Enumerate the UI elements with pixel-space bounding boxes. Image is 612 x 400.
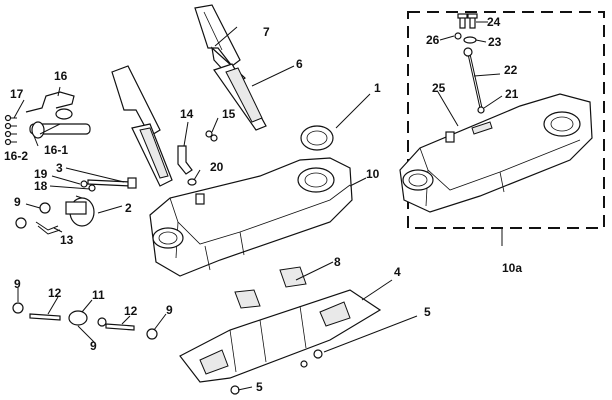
fuel-sender-16 <box>25 91 91 139</box>
callout-8: 8 <box>334 255 341 269</box>
hose-13 <box>35 221 61 235</box>
callout-12-right: 12 <box>124 304 138 318</box>
screws-24 <box>457 13 478 29</box>
callout-4: 4 <box>394 265 401 279</box>
callout-16: 16 <box>54 69 68 83</box>
callout-22: 22 <box>504 63 518 77</box>
callout-9-upper: 9 <box>14 195 21 209</box>
callout-9-lower-left: 9 <box>14 277 21 291</box>
callout-20: 20 <box>210 160 224 174</box>
bolt-12-left <box>29 313 61 321</box>
alternate-assembly-frame <box>407 11 605 229</box>
callout-25: 25 <box>432 81 446 95</box>
callout-26: 26 <box>426 33 440 47</box>
callout-16-1: 16-1 <box>44 143 68 157</box>
nuts-9-lower <box>12 302 158 340</box>
strap-6 <box>213 63 267 131</box>
callout-15: 15 <box>222 107 236 121</box>
callout-10a: 10a <box>502 261 522 275</box>
hose-14 <box>177 145 193 175</box>
washer-26 <box>454 32 462 40</box>
fuel-tank-10a <box>399 93 593 213</box>
callout-13: 13 <box>60 233 74 247</box>
rubber-pads-8 <box>234 266 307 309</box>
spacer-11 <box>68 310 88 326</box>
callout-3: 3 <box>56 161 63 175</box>
callout-23: 23 <box>488 35 502 49</box>
callout-24: 24 <box>487 15 501 29</box>
callout-21: 21 <box>505 87 519 101</box>
fuel-cap-1 <box>300 125 334 151</box>
nut-9-upper <box>15 202 51 229</box>
bolts-17 <box>4 114 17 146</box>
callout-9-lower-right: 9 <box>166 303 173 317</box>
upper-bracket-left <box>111 65 173 187</box>
callout-6: 6 <box>296 57 303 71</box>
fuel-pump-2 <box>65 195 95 227</box>
nut-5 <box>230 349 323 395</box>
callout-14: 14 <box>180 107 194 121</box>
callout-5-right: 5 <box>424 305 431 319</box>
fuel-tank-10 <box>149 157 353 277</box>
clip-15 <box>205 130 218 142</box>
leader-lines <box>13 21 503 391</box>
skid-plate-4 <box>179 289 382 383</box>
bolt-12-right <box>105 323 135 331</box>
callout-19: 19 <box>34 167 48 181</box>
callout-11: 11 <box>92 288 105 302</box>
bolt-3 <box>87 177 137 189</box>
callout-2: 2 <box>125 201 132 215</box>
callout-5-bottom: 5 <box>256 380 263 394</box>
gasket-23 <box>463 36 477 44</box>
callout-16-2: 16-2 <box>4 149 28 163</box>
level-sender-22 <box>463 47 485 114</box>
clamp-20 <box>187 178 197 186</box>
callout-7: 7 <box>263 25 270 39</box>
callout-1: 1 <box>374 81 381 95</box>
callout-18: 18 <box>34 179 48 193</box>
callout-10: 10 <box>366 167 380 181</box>
callout-12-left: 12 <box>48 286 62 300</box>
washers-18-19 <box>80 180 96 192</box>
callout-9-lower-mid: 9 <box>90 339 97 353</box>
callout-17: 17 <box>10 87 24 101</box>
